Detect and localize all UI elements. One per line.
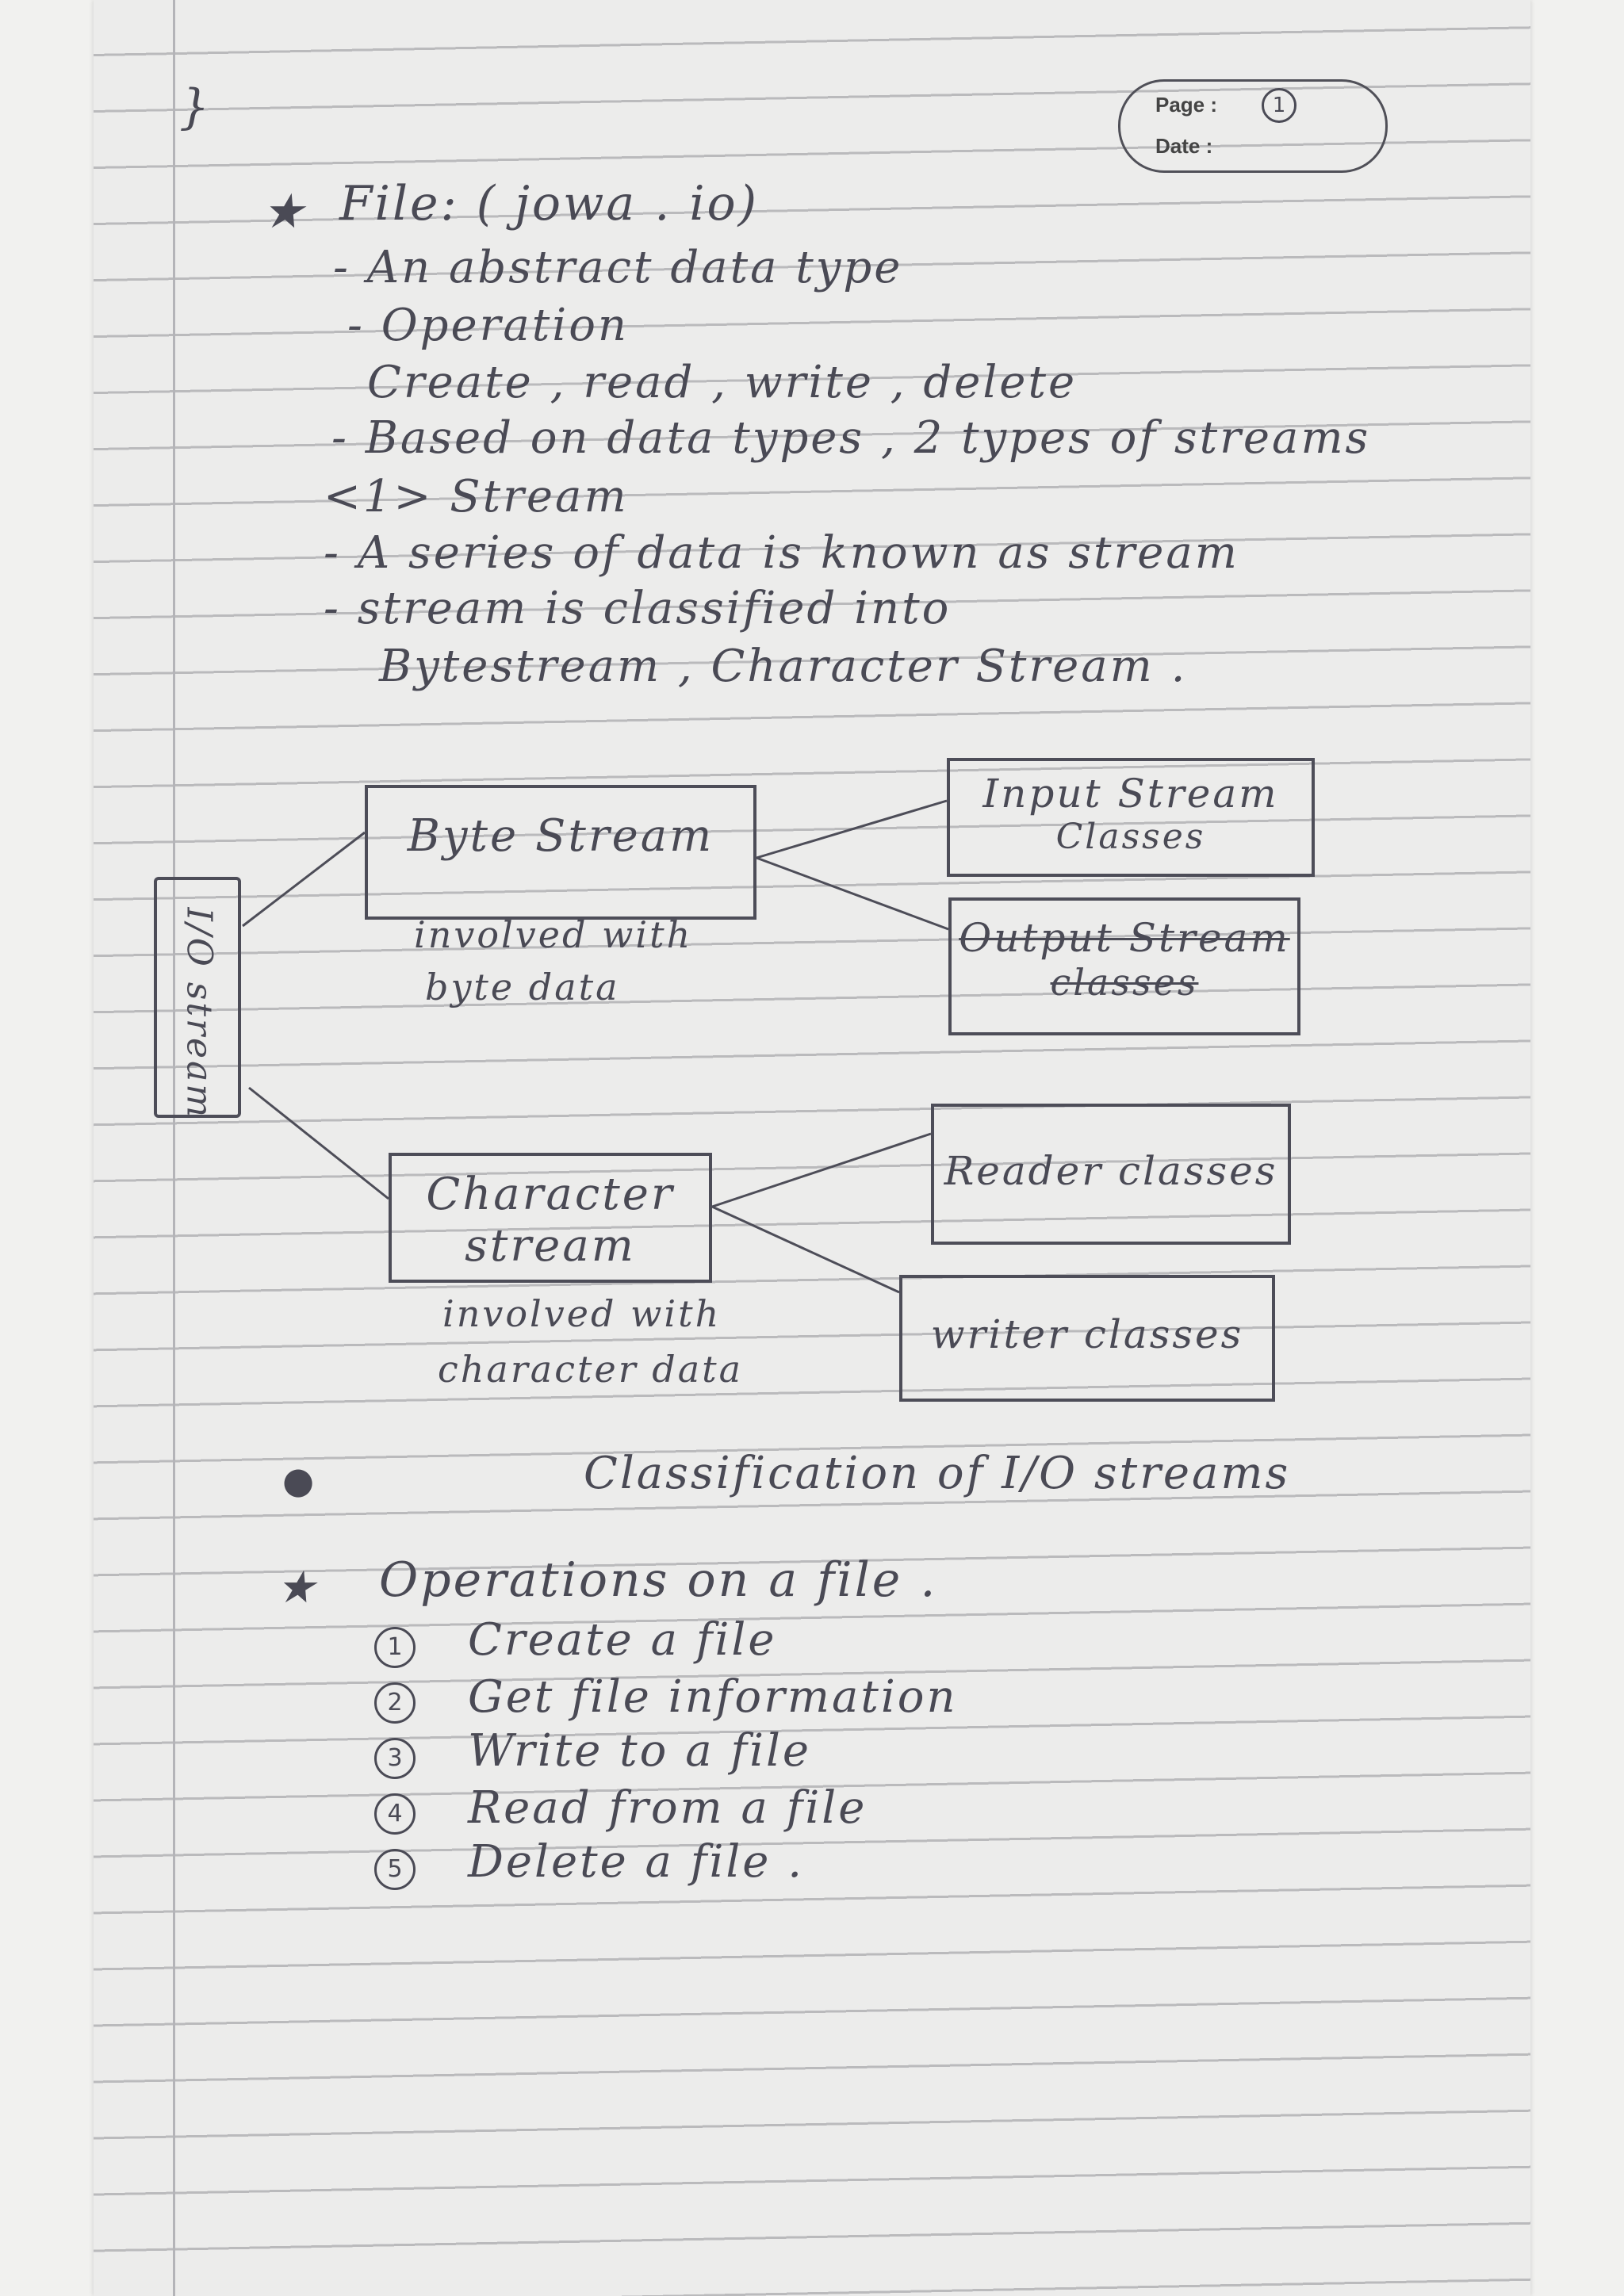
note-ops-list: Create , read , write , delete (367, 357, 1078, 408)
notebook-page: } Page : Date : 1 ★ File: ( jowa . io) -… (94, 0, 1530, 2296)
operations-heading: Operations on a file . (379, 1552, 938, 1608)
note-classes: Bytestream , Character Stream . (379, 641, 1188, 692)
byte-stream-label: Byte Stream (407, 810, 714, 862)
io-stream-label: I/O stream (178, 907, 220, 1120)
reader-classes-box: Reader classes (931, 1104, 1291, 1245)
connector-root-byte (242, 831, 366, 928)
item-text-3: Write to a file (468, 1725, 812, 1777)
star-icon-2: ★ (276, 1562, 319, 1613)
item-number-2: 2 (374, 1682, 416, 1724)
item-text-5: Delete a file . (468, 1836, 805, 1888)
note-adt: - An abstract data type (333, 242, 903, 293)
item-text-2: Get file information (468, 1671, 958, 1723)
diagram-caption: Classification of I/O streams (584, 1448, 1291, 1499)
margin-line (173, 0, 175, 2296)
star-icon: ★ (262, 184, 307, 239)
note-based-on: - Based on data types , 2 types of strea… (331, 412, 1371, 464)
note-classified: - stream is classified into (324, 583, 952, 634)
input-stream-line-1: Input Stream (982, 771, 1279, 817)
character-stream-box: Character stream (389, 1153, 712, 1283)
byte-stream-box: Byte Stream (365, 785, 756, 920)
char-note-2: character data (438, 1348, 744, 1391)
connector-root-char (248, 1086, 389, 1200)
page-label: Page : (1155, 93, 1218, 117)
brace-scribble: } (179, 79, 213, 135)
ruled-lines (94, 0, 1530, 2296)
connector-byte-input (756, 799, 948, 859)
item-number-5: 5 (374, 1849, 416, 1890)
character-stream-line-1: Character (426, 1169, 675, 1220)
note-operation: - Operation (347, 300, 629, 351)
item-number-1: 1 (374, 1627, 416, 1668)
character-stream-line-2: stream (465, 1220, 636, 1272)
item-text-1: Create a file (468, 1614, 777, 1666)
page-number: 1 (1262, 88, 1297, 123)
connector-char-reader (711, 1132, 932, 1208)
bullet-dot-icon: ● (282, 1459, 317, 1502)
page-date-badge: Page : Date : 1 (1118, 79, 1388, 173)
diagram-connectors (242, 799, 949, 1294)
connector-byte-output (756, 856, 949, 931)
file-heading: File: ( jowa . io) (339, 176, 760, 232)
byte-note-1: involved with (414, 913, 693, 956)
stream-heading: <1> Stream (324, 471, 629, 522)
output-stream-box: Output Stream classes (948, 897, 1300, 1035)
io-stream-box: I/O stream (154, 877, 241, 1120)
output-stream-line-2: classes (1050, 961, 1199, 1004)
note-series: - A series of data is known as stream (324, 527, 1239, 579)
char-note-1: involved with (442, 1292, 722, 1335)
item-text-4: Read from a file (468, 1782, 868, 1834)
input-stream-line-2: Classes (1055, 817, 1206, 857)
reader-classes-label: Reader classes (944, 1148, 1278, 1194)
item-number-3: 3 (374, 1738, 416, 1779)
item-number-4: 4 (374, 1793, 416, 1835)
input-stream-box: Input Stream Classes (947, 758, 1315, 877)
date-label: Date : (1155, 134, 1213, 158)
byte-note-2: byte data (425, 966, 620, 1008)
output-stream-line-1: Output Stream (959, 915, 1290, 961)
connector-char-writer (711, 1205, 900, 1294)
writer-classes-box: writer classes (899, 1275, 1275, 1402)
writer-classes-label: writer classes (930, 1311, 1244, 1357)
